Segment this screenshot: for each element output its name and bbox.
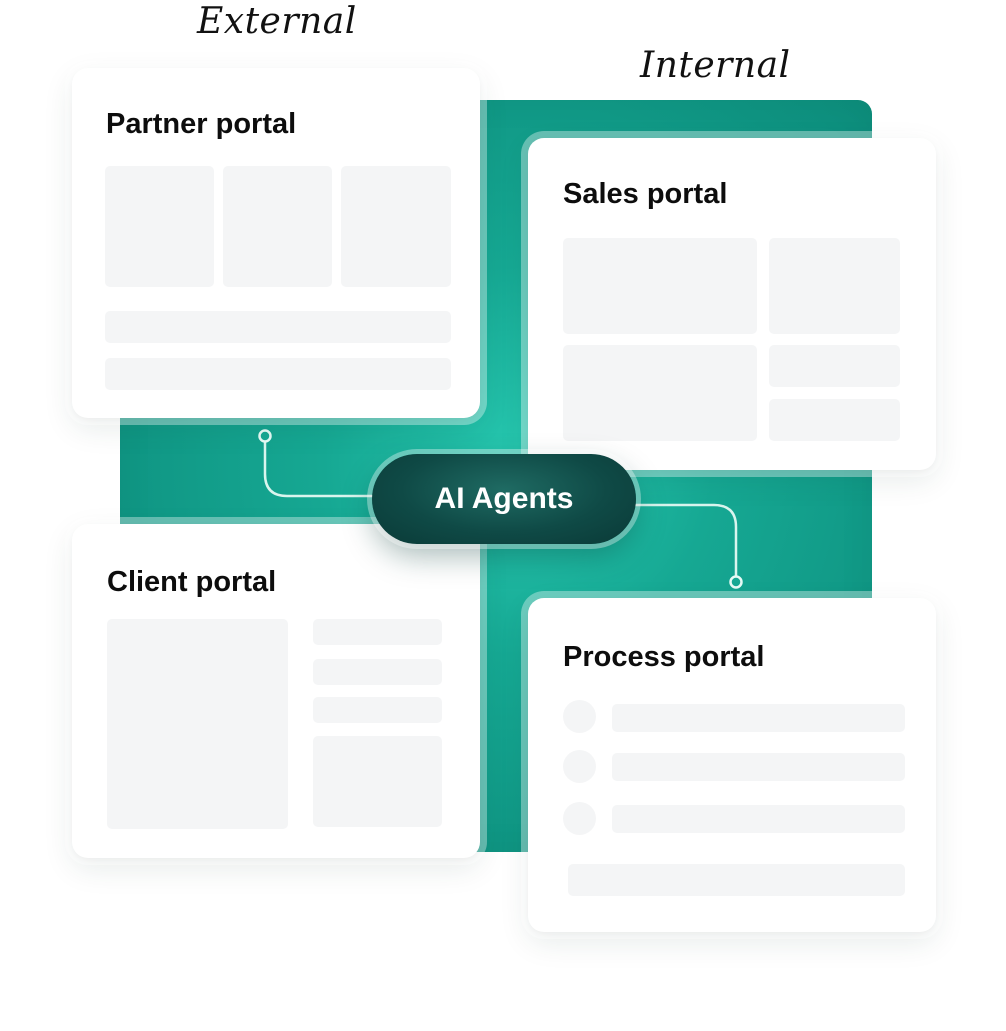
placeholder-avatar bbox=[563, 750, 596, 783]
placeholder-bar bbox=[313, 697, 442, 723]
sales-portal-title: Sales portal bbox=[563, 178, 728, 210]
placeholder-block bbox=[563, 238, 757, 334]
placeholder-bar bbox=[105, 358, 451, 390]
placeholder-avatar bbox=[563, 802, 596, 835]
placeholder-avatar bbox=[563, 700, 596, 733]
placeholder-block bbox=[105, 166, 214, 287]
placeholder-block bbox=[313, 736, 442, 827]
placeholder-bar bbox=[612, 753, 905, 781]
placeholder-block bbox=[107, 619, 288, 829]
placeholder-bar bbox=[105, 311, 451, 343]
client-portal-card[interactable]: Client portal bbox=[72, 524, 480, 858]
process-portal-card[interactable]: Process portal bbox=[528, 598, 936, 932]
placeholder-block bbox=[341, 166, 451, 287]
placeholder-block bbox=[563, 345, 757, 441]
placeholder-bar bbox=[612, 805, 905, 833]
placeholder-block bbox=[223, 166, 332, 287]
partner-portal-card[interactable]: Partner portal bbox=[72, 68, 480, 418]
process-portal-title: Process portal bbox=[563, 641, 765, 673]
placeholder-bar bbox=[568, 864, 905, 896]
placeholder-bar bbox=[313, 619, 442, 645]
placeholder-block bbox=[769, 345, 900, 387]
placeholder-bar bbox=[313, 659, 442, 685]
placeholder-block bbox=[769, 238, 900, 334]
partner-portal-title: Partner portal bbox=[106, 108, 297, 140]
external-label: External bbox=[197, 1, 357, 42]
placeholder-block bbox=[769, 399, 900, 441]
ai-agents-pill[interactable]: AI Agents bbox=[372, 454, 636, 544]
client-portal-title: Client portal bbox=[107, 566, 277, 598]
internal-label: Internal bbox=[640, 45, 791, 86]
sales-portal-card[interactable]: Sales portal bbox=[528, 138, 936, 470]
ai-agents-label: AI Agents bbox=[434, 482, 574, 515]
placeholder-bar bbox=[612, 704, 905, 732]
